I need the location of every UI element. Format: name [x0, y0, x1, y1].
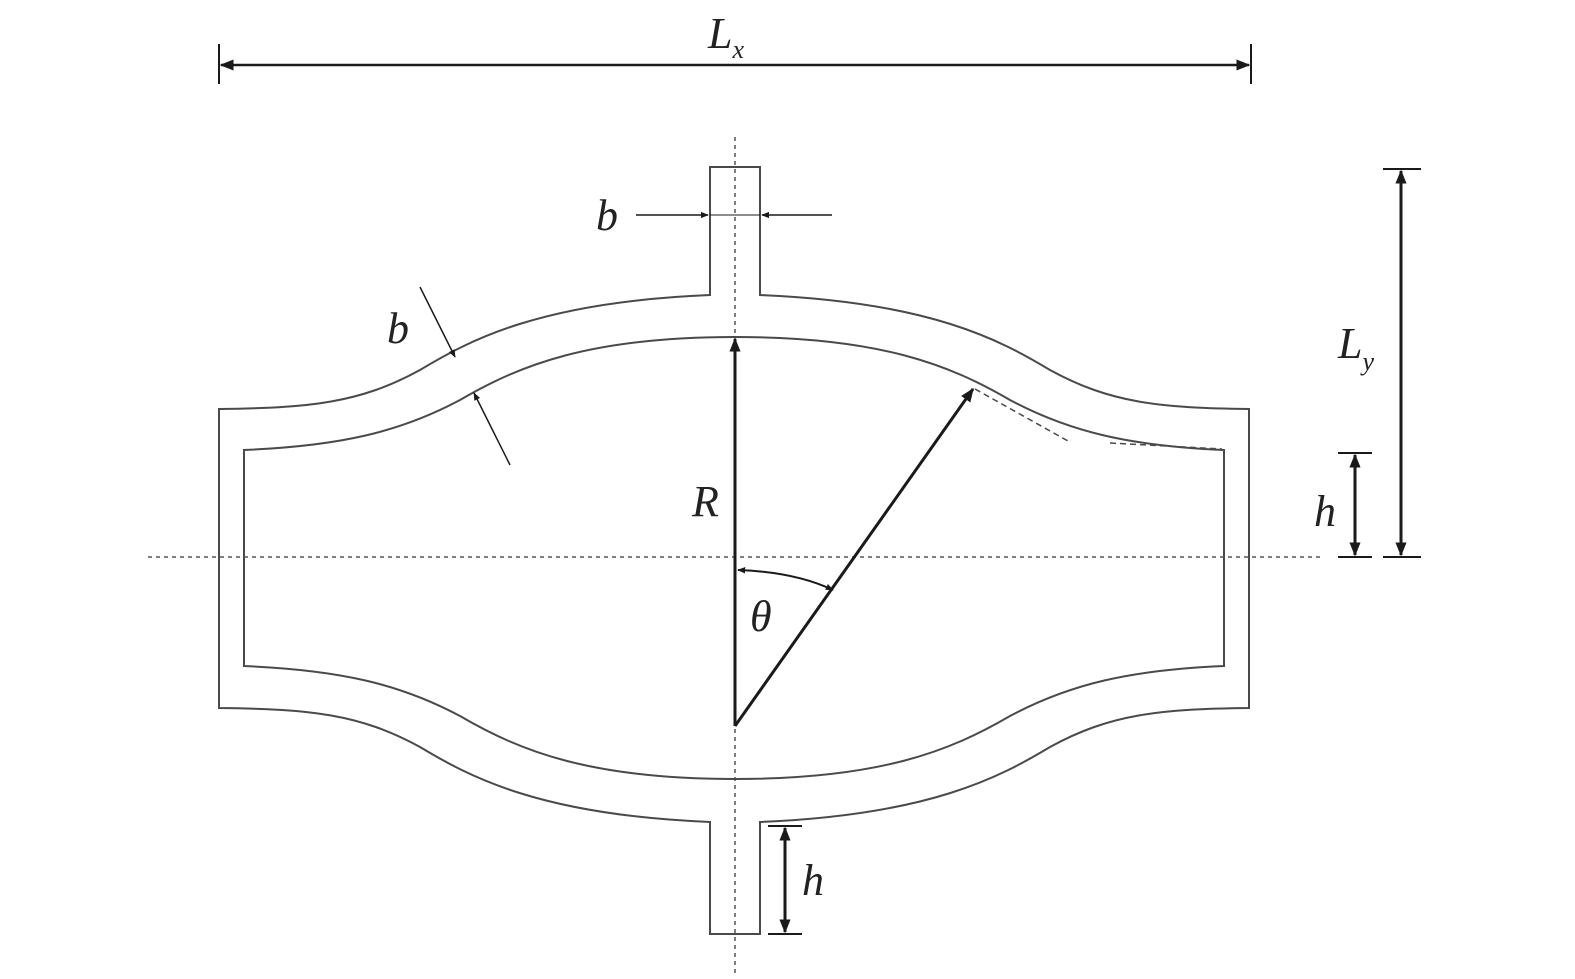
- b-top-label: b: [596, 191, 618, 240]
- lx-label: Lx: [707, 9, 744, 64]
- tangent-line: [974, 388, 1069, 442]
- h-right-label: h: [1314, 487, 1336, 536]
- b-wall-arrow-bottom: [473, 392, 511, 466]
- theta-arc: [737, 567, 834, 591]
- ly-label: Ly: [1337, 319, 1374, 376]
- b-wall-arrow-top: [419, 286, 456, 358]
- tangent-line-2: [1109, 442, 1223, 450]
- theta-label: θ: [750, 592, 772, 641]
- h-bottom-label: h: [802, 856, 824, 905]
- outer-boundary: [218, 166, 1250, 935]
- radius-angled: [733, 387, 975, 727]
- b-wall-label: b: [387, 304, 409, 353]
- r-label: R: [691, 477, 719, 526]
- inner-boundary: [243, 335, 1225, 781]
